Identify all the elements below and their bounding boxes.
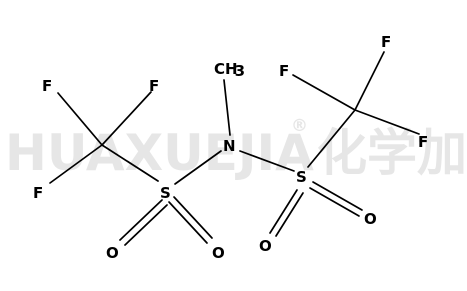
bond-s2-o4-b bbox=[309, 187, 360, 217]
bond-n-ch3 bbox=[223, 79, 231, 136]
bond-s1-n bbox=[174, 150, 222, 185]
watermark-registered: ® bbox=[291, 116, 308, 136]
bond-s2-o4-a bbox=[312, 181, 363, 211]
atom-o-right-1: O bbox=[259, 237, 272, 255]
atom-o-left-2: O bbox=[212, 244, 225, 262]
bonds bbox=[49, 51, 420, 246]
bond-c1-f2 bbox=[101, 91, 152, 146]
watermark-chinese: 化学加 bbox=[317, 124, 467, 182]
atom-s-left: S bbox=[160, 184, 171, 202]
atom-ch3-main: CH bbox=[214, 60, 238, 78]
bond-s1-o2-a bbox=[168, 201, 208, 244]
bond-n-s2 bbox=[239, 150, 295, 172]
atom-f-left-top-1: F bbox=[42, 77, 52, 95]
atom-s-right: S bbox=[296, 168, 307, 186]
bond-s2-o3-a bbox=[269, 189, 298, 234]
bond-s1-o1-a bbox=[119, 199, 163, 241]
atom-o-left-1: O bbox=[106, 244, 119, 262]
atom-f-right-left: F bbox=[279, 62, 289, 80]
bond-s1-o2-b bbox=[173, 196, 213, 239]
bond-c1-f3 bbox=[49, 144, 103, 184]
watermark-brand: HUAXUEJIA bbox=[5, 124, 314, 182]
bond-c2-f5 bbox=[292, 74, 356, 111]
bond-s1-o1-b bbox=[124, 204, 168, 246]
bond-c1-f1 bbox=[57, 92, 103, 146]
atom-labels: F F F S O O N CH3 S O O F F F bbox=[33, 33, 428, 262]
bond-s2-o3-b bbox=[275, 192, 304, 237]
atom-f-right-top: F bbox=[381, 33, 391, 51]
atom-f-left-top-2: F bbox=[149, 77, 159, 95]
watermark: HUAXUEJIA ® 化学加 bbox=[5, 116, 467, 182]
atom-o-right-2: O bbox=[364, 210, 377, 228]
atom-ch3: CH3 bbox=[214, 60, 245, 80]
bond-c1-s1 bbox=[101, 144, 159, 182]
atom-ch3-subscript: 3 bbox=[235, 62, 245, 80]
atom-f-left-bottom: F bbox=[33, 184, 43, 202]
bond-c2-f4 bbox=[354, 51, 385, 111]
atom-n-center: N bbox=[223, 137, 236, 155]
bond-c2-f6 bbox=[354, 109, 420, 135]
atom-f-right-right: F bbox=[418, 133, 428, 151]
bond-s2-c2 bbox=[307, 109, 356, 168]
